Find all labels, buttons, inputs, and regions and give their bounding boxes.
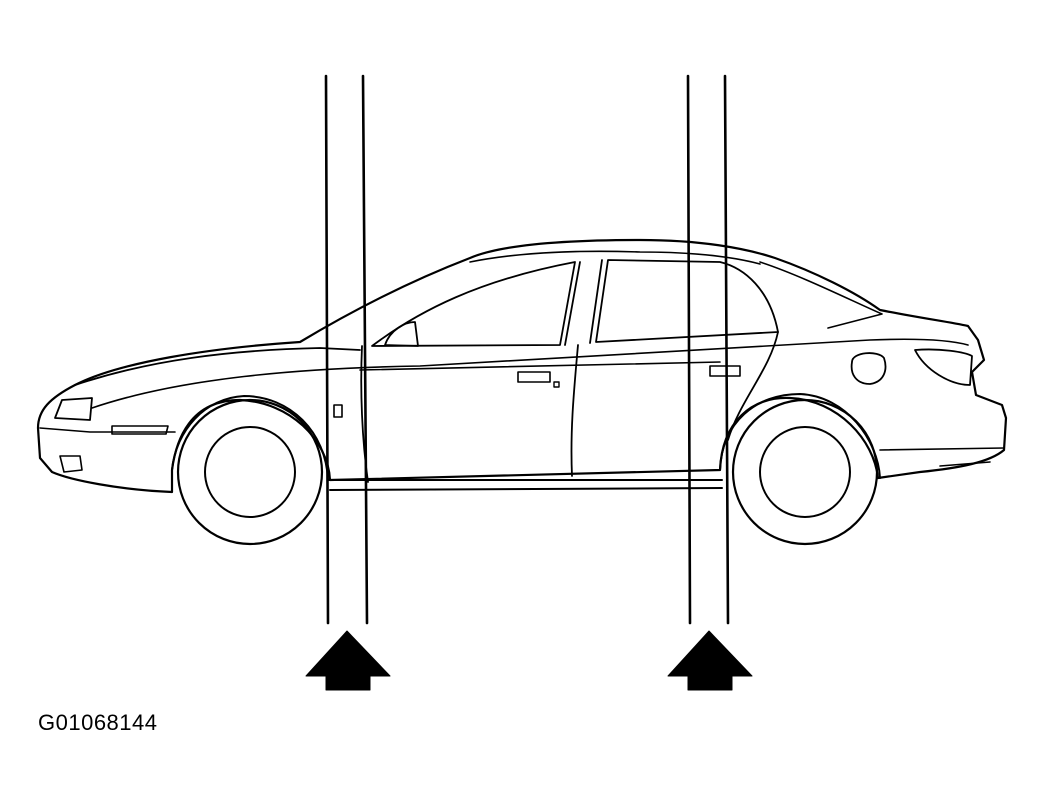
figure-id-label: G01068144 <box>38 710 158 735</box>
body-side-line <box>359 361 721 371</box>
front-lift-point <box>305 74 391 691</box>
rear-lift-line-right <box>723 74 730 625</box>
rear-lift-line-left <box>686 74 692 625</box>
front-window <box>371 261 576 347</box>
front-lift-arrow <box>305 630 391 691</box>
rear-tire <box>731 398 879 546</box>
front-bumper <box>39 427 176 433</box>
rear-wheel-arch <box>719 393 881 479</box>
rear-deck <box>759 261 883 329</box>
side-mirror <box>384 321 419 347</box>
door-lock <box>553 381 560 388</box>
rear-wheel <box>719 393 881 546</box>
hood-crease <box>74 347 361 386</box>
rear-rim <box>759 426 851 518</box>
front-lift-line-left <box>324 74 330 625</box>
rocker-panel <box>327 479 723 491</box>
shoulder-line <box>91 338 969 409</box>
front-lift-line-right <box>361 74 369 625</box>
rear-lift-arrow <box>667 630 753 691</box>
front-rim <box>204 426 296 518</box>
fender-badge <box>333 404 343 418</box>
front-wheel <box>171 395 329 546</box>
fuel-door <box>850 352 887 385</box>
door-split <box>570 344 579 477</box>
front-door-handle <box>517 371 551 383</box>
rear-lift-point <box>667 74 753 691</box>
headlight <box>54 397 93 421</box>
rear-bumper <box>879 447 1005 467</box>
rear-door-handle <box>709 365 741 377</box>
rear-window <box>595 259 779 343</box>
front-side-marker <box>111 425 169 435</box>
b-pillar <box>564 259 603 346</box>
car-body <box>36 238 1008 494</box>
tail-light <box>914 348 973 386</box>
front-tire <box>176 398 324 546</box>
front-wheel-arch <box>171 395 329 481</box>
front-fog-vent <box>59 455 83 473</box>
